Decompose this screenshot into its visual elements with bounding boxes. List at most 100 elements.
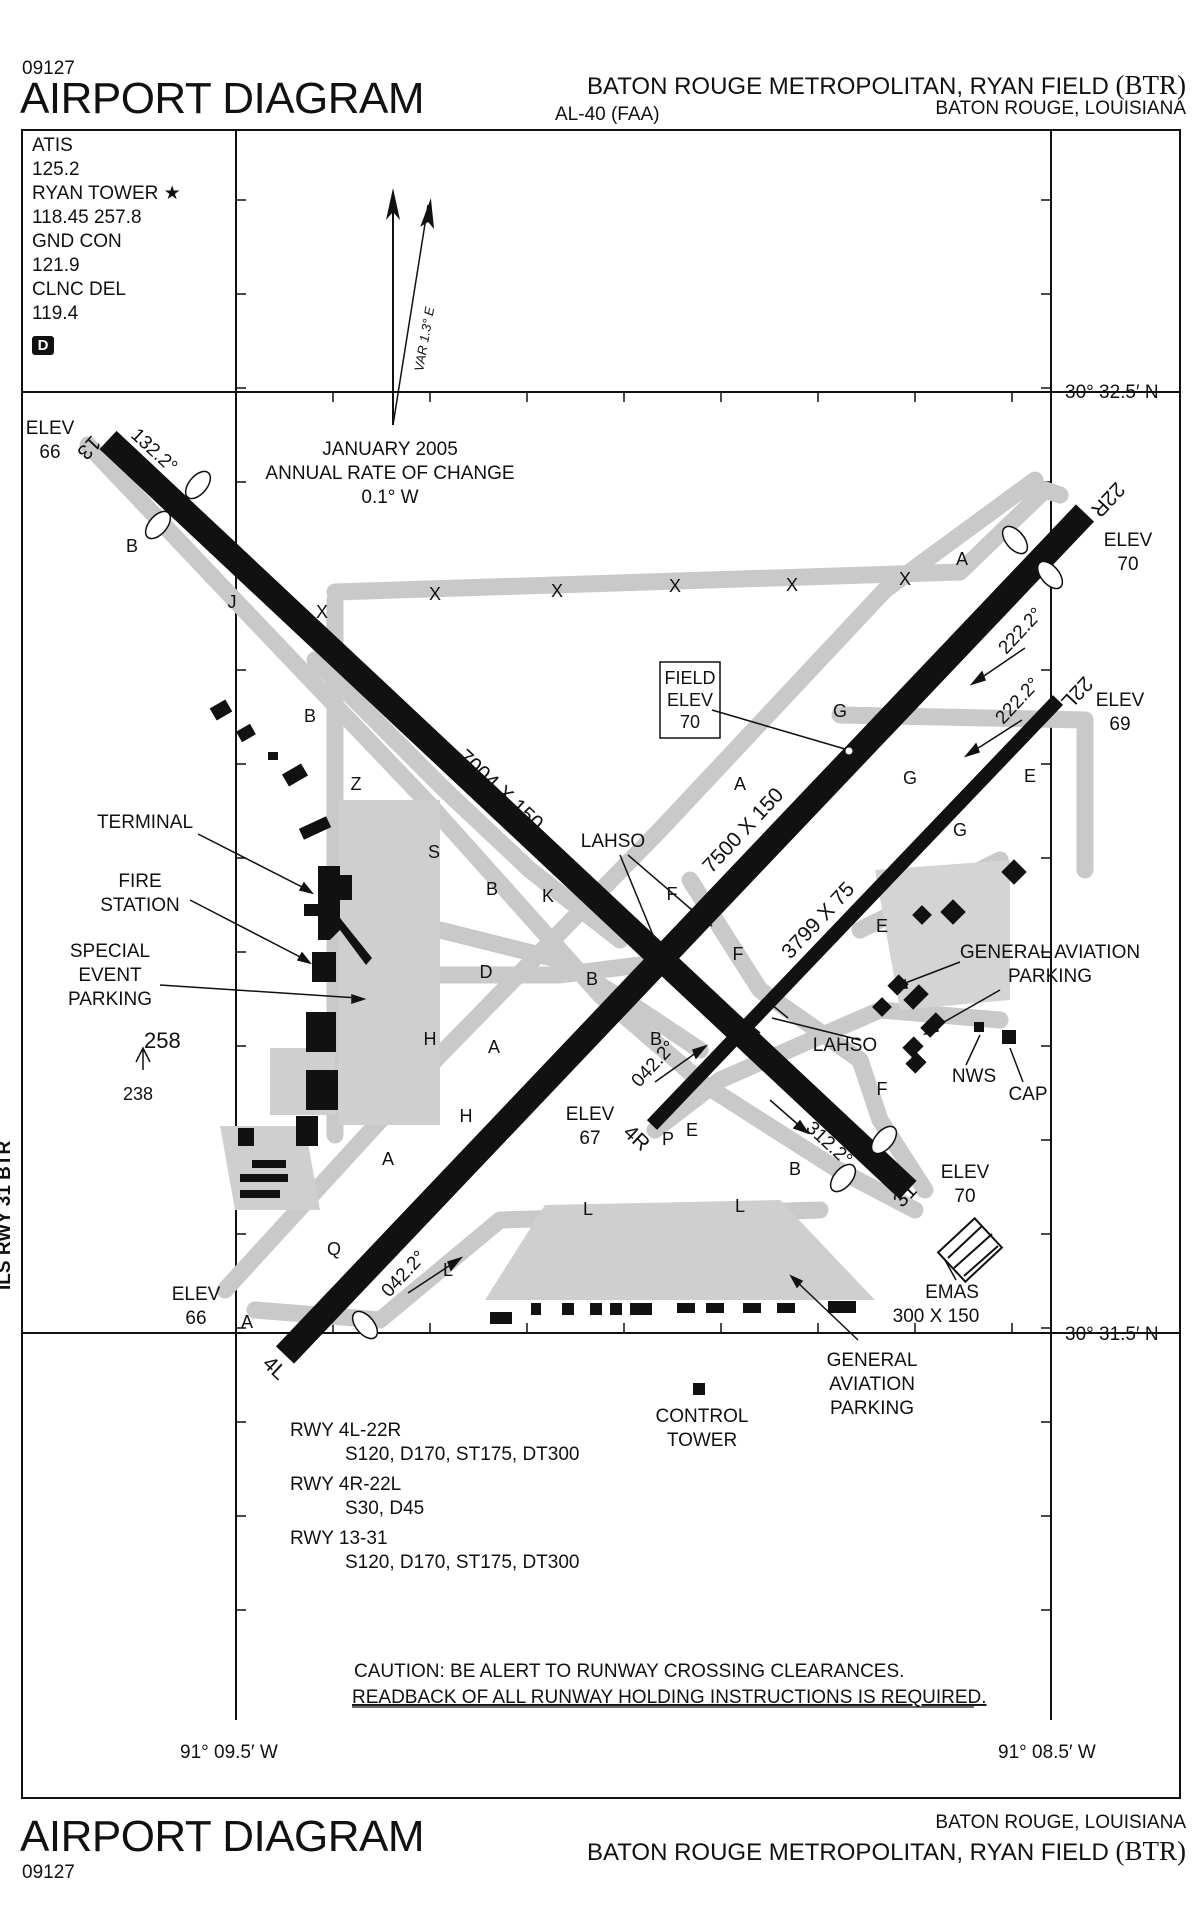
facility-labels: TERMINAL FIRE STATION SPECIAL EVENT PARK… bbox=[68, 812, 1140, 1451]
hold-positions bbox=[144, 470, 1064, 1340]
taxiway-g bbox=[831, 706, 1094, 879]
airport-ident: (BTR) bbox=[1115, 70, 1187, 100]
cap-building bbox=[1002, 1030, 1016, 1044]
taxiway-label: X bbox=[429, 584, 441, 604]
taxiway-label: K bbox=[542, 886, 554, 906]
building bbox=[281, 763, 309, 787]
building bbox=[252, 1160, 286, 1168]
hangar bbox=[743, 1303, 761, 1313]
taxiway-label: E bbox=[1024, 766, 1036, 786]
magnetic-north-icon bbox=[420, 198, 435, 230]
taxiway-label: A bbox=[734, 774, 746, 794]
obstruction-icon bbox=[135, 1046, 151, 1070]
caution-line-1: CAUTION: BE ALERT TO RUNWAY CROSSING CLE… bbox=[354, 1661, 904, 1682]
nws-building bbox=[974, 1022, 984, 1032]
elev-4r-value: 67 bbox=[579, 1128, 600, 1149]
taxiway-label: E bbox=[686, 1120, 698, 1140]
building bbox=[296, 1116, 318, 1146]
runway-4l-22r bbox=[275, 504, 1095, 1364]
taxiway-label: E bbox=[876, 916, 888, 936]
heading-arrows bbox=[407, 647, 1026, 1294]
runway-4r-22l bbox=[646, 695, 1064, 1130]
taxiway-label: D bbox=[480, 962, 493, 982]
taxiway-label: L bbox=[583, 1199, 593, 1219]
ground-label: GND CON bbox=[32, 231, 122, 252]
taxiway-label: G bbox=[903, 768, 917, 788]
taxiway-label: P bbox=[662, 1129, 674, 1149]
taxiway-d bbox=[431, 956, 649, 984]
taxiway-label: L bbox=[443, 1260, 453, 1280]
control-tower-building bbox=[693, 1383, 705, 1395]
emas-area bbox=[936, 1216, 1004, 1284]
building bbox=[872, 997, 892, 1017]
hangar bbox=[630, 1303, 652, 1315]
taxiway-label: B bbox=[304, 706, 316, 726]
building bbox=[940, 899, 966, 925]
taxiway-letters: B J X X X X X X A B Z S B K D H A H A Q … bbox=[126, 536, 1036, 1332]
elevation-labels: ELEV 66 ELEV 70 ELEV 69 ELEV 67 ELEV 70 … bbox=[26, 418, 1153, 1329]
taxiway-label: F bbox=[667, 884, 678, 904]
taxiway-label: S bbox=[428, 842, 440, 862]
runway-22l-label: 22L bbox=[1056, 672, 1097, 713]
fire-station-label-1: FIRE bbox=[118, 871, 161, 892]
taxiway-label: F bbox=[733, 944, 744, 964]
elev-22l-label: ELEV bbox=[1096, 690, 1145, 711]
taxiway-label: Z bbox=[351, 774, 362, 794]
building bbox=[268, 752, 278, 760]
clearance-frequency: 119.4 bbox=[32, 303, 79, 324]
special-event-label-3: PARKING bbox=[68, 989, 152, 1010]
taxiway-label: X bbox=[899, 569, 911, 589]
field-elev-line1: FIELD bbox=[664, 668, 715, 688]
taxiway-label: X bbox=[551, 581, 563, 601]
taxiway-label: G bbox=[953, 820, 967, 840]
building bbox=[236, 723, 256, 743]
elev-31-label: ELEV bbox=[941, 1162, 990, 1183]
runway-strength-table: RWY 4L-22R S120, D170, ST175, DT300 RWY … bbox=[290, 1420, 579, 1573]
hangar bbox=[610, 1303, 622, 1315]
ga-south-label-2: AVIATION bbox=[829, 1374, 915, 1395]
arrow-date: JANUARY 2005 bbox=[322, 439, 458, 460]
footer-city: BATON ROUGE, LOUISIANA bbox=[935, 1812, 1186, 1833]
leader-lines bbox=[159, 833, 1024, 1341]
building bbox=[912, 905, 932, 925]
ga-south-label-1: GENERAL bbox=[827, 1350, 918, 1371]
building bbox=[298, 816, 332, 840]
chart-id: AL-40 (FAA) bbox=[555, 104, 660, 125]
terminal-apron bbox=[338, 800, 440, 1125]
taxiway-b bbox=[79, 436, 924, 1219]
elev-13-value: 66 bbox=[39, 442, 60, 463]
taxiway-label: A bbox=[241, 1312, 253, 1332]
taxiway-label: B bbox=[486, 879, 498, 899]
taxiway-label: A bbox=[956, 549, 968, 569]
obstacle: 258 238 bbox=[123, 1028, 181, 1104]
footer-airport-name-text: BATON ROUGE METROPOLITAN, RYAN FIELD bbox=[586, 1839, 1109, 1866]
taxiway-label: B bbox=[789, 1159, 801, 1179]
taxiway-label: X bbox=[316, 602, 328, 622]
elev-22l-value: 69 bbox=[1109, 714, 1130, 735]
chart-title: AIRPORT DIAGRAM bbox=[20, 74, 425, 123]
building bbox=[240, 1174, 288, 1182]
chart-code: 09127 bbox=[22, 58, 75, 79]
taxiway-label: H bbox=[424, 1029, 437, 1049]
north-arrow: VAR 1.3° E JANUARY 2005 ANNUAL RATE OF C… bbox=[265, 188, 515, 508]
taxiway-f bbox=[681, 871, 934, 1199]
latitude-bottom: 30° 31.5′ N bbox=[1065, 1324, 1159, 1345]
building bbox=[306, 1070, 338, 1110]
taxiway-label: Q bbox=[327, 1239, 341, 1259]
field-elevation-point bbox=[845, 747, 853, 755]
taxiway-label: F bbox=[877, 1079, 888, 1099]
caution-line-2: READBACK OF ALL RUNWAY HOLDING INSTRUCTI… bbox=[352, 1687, 987, 1708]
runway-data-rwy: RWY 4R-22L bbox=[290, 1474, 401, 1495]
graticule-ticks bbox=[235, 199, 1051, 1611]
hangar bbox=[562, 1303, 574, 1315]
elev-4l-label: ELEV bbox=[172, 1284, 221, 1305]
building bbox=[1001, 859, 1027, 885]
runway-data-strength: S30, D45 bbox=[345, 1498, 424, 1519]
tower-label: RYAN TOWER ★ bbox=[32, 183, 181, 204]
chart-frame bbox=[21, 129, 1181, 1799]
field-elev-value: 70 bbox=[680, 712, 700, 732]
runway-22r-label: 22R bbox=[1086, 478, 1129, 522]
fire-station-label-2: STATION bbox=[100, 895, 180, 916]
control-tower-label-1: CONTROL bbox=[656, 1406, 749, 1427]
